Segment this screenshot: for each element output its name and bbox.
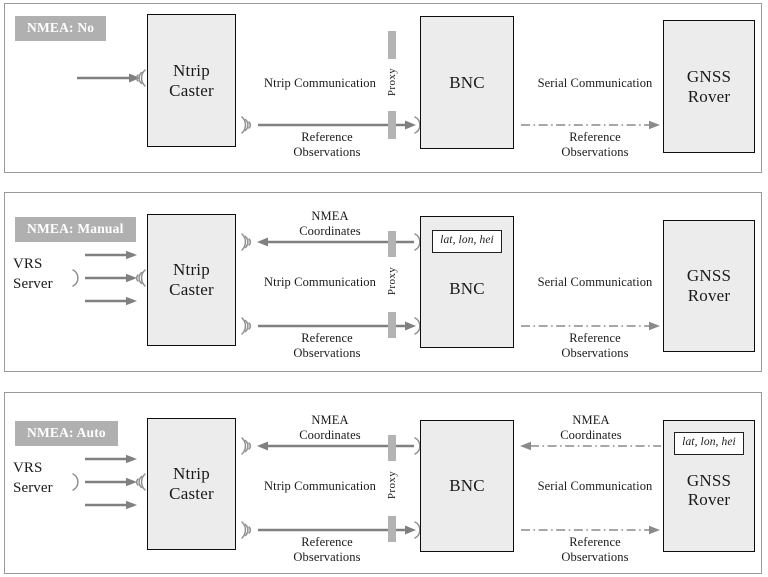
label-serial-communication-p2: Serial Communication xyxy=(537,275,653,289)
proxy-bar-top-p2 xyxy=(388,231,396,257)
label-nmea-coordinates-left-p2-a: NMEA xyxy=(311,209,349,223)
node-bnc-p2: lat, lon, hei BNC xyxy=(420,216,514,348)
proxy-bar-bottom-p3 xyxy=(388,516,396,542)
chip-lat-lon-hei-p2: lat, lon, hei xyxy=(432,230,502,253)
node-label-line2: Rover xyxy=(687,490,731,510)
label-proxy-p1: Proxy xyxy=(386,67,398,97)
node-label-line1: BNC xyxy=(449,278,485,298)
label-serial-communication-p1: Serial Communication xyxy=(537,76,653,90)
receive-marker-lower-icon-p2 xyxy=(414,317,421,335)
label-reference-observations-left-p3: Reference xyxy=(301,535,353,549)
receive-marker-lower-icon-p3 xyxy=(414,521,421,539)
node-bnc-p1: BNC xyxy=(420,16,514,149)
label-vrs-server-line2-p3: Server xyxy=(13,480,53,496)
label-reference-observations-left-p1: Reference xyxy=(301,130,353,144)
status-badge-nmea-manual: NMEA: Manual xyxy=(15,217,136,242)
proxy-bar-bottom-p1 xyxy=(388,111,396,139)
node-gnss-rover-p3: lat, lon, hei GNSS Rover xyxy=(663,420,755,552)
label-ntrip-communication-p3: Ntrip Communication xyxy=(264,479,376,493)
nmea-coordinates-arrow-left-p2 xyxy=(257,237,414,247)
nmea-coordinates-dashed-arrow-right-p3 xyxy=(520,441,661,451)
node-label-line1: Ntrip xyxy=(173,60,210,80)
label-proxy-p2: Proxy xyxy=(386,266,398,296)
node-gnss-rover-p1: GNSS Rover xyxy=(663,20,755,153)
label-nmea-coordinates-right-p3-b: Coordinates xyxy=(560,428,622,442)
status-badge-nmea-no: NMEA: No xyxy=(15,16,107,41)
label-serial-communication-p3: Serial Communication xyxy=(537,479,653,493)
reference-observations-dashed-arrow-p1 xyxy=(521,120,660,130)
node-label-line2: Rover xyxy=(687,86,731,106)
label-proxy-p3: Proxy xyxy=(386,470,398,500)
transmit-marker-icon-p3 xyxy=(72,473,79,491)
reference-observations-dashed-arrow-p2 xyxy=(521,321,660,331)
label-reference-observations-left-p3-b: Observations xyxy=(293,550,361,564)
node-label-line1: GNSS xyxy=(686,266,732,286)
node-label-line1: Ntrip xyxy=(173,260,210,280)
label-nmea-coordinates-right-p3-a: NMEA xyxy=(572,413,610,427)
node-label-line1: GNSS xyxy=(686,470,732,490)
antenna-transmit-icon-p3 xyxy=(241,521,252,539)
reference-observations-arrow-p1 xyxy=(258,120,416,130)
incoming-stream-arrow-p1 xyxy=(77,73,140,83)
proxy-bar-top-p3 xyxy=(388,435,396,461)
label-reference-observations-right-p2-b: Observations xyxy=(561,346,629,360)
label-reference-observations-right-p3-b: Observations xyxy=(561,550,629,564)
panel-nmea-no: NMEA: No Ntrip Caster Ntrip Communicatio… xyxy=(4,3,762,173)
node-label-line2: Caster xyxy=(169,484,214,503)
antenna-transmit-icon-p1 xyxy=(241,116,252,134)
node-label-line1: Ntrip xyxy=(173,464,210,484)
label-reference-observations-right-p2: Reference xyxy=(569,331,621,345)
node-label-line1: BNC xyxy=(449,476,485,496)
transmit-marker-upper-icon-p2 xyxy=(414,233,421,251)
label-reference-observations-left-p1-b: Observations xyxy=(293,145,361,159)
label-ntrip-communication-p2: Ntrip Communication xyxy=(264,275,376,289)
nmea-coordinates-arrow-left-p3 xyxy=(257,441,414,451)
antenna-receive-nmea-icon-p2 xyxy=(241,233,252,251)
chip-lat-lon-hei-p3: lat, lon, hei xyxy=(674,432,744,455)
transmit-marker-icon-p2 xyxy=(72,269,79,287)
label-reference-observations-left-p2: Reference xyxy=(301,331,353,345)
node-label-line2: Caster xyxy=(169,280,214,299)
node-label-line2: Rover xyxy=(687,286,731,305)
label-nmea-coordinates-left-p3-b: Coordinates xyxy=(299,428,361,442)
label-reference-observations-right-p3: Reference xyxy=(569,535,621,549)
reference-observations-arrow-p2 xyxy=(258,321,416,331)
label-vrs-server-line1-p2: VRS xyxy=(13,256,43,272)
label-vrs-server-line1-p3: VRS xyxy=(13,460,43,476)
panel-nmea-manual: NMEA: Manual VRS Server Ntrip Caster xyxy=(4,192,762,372)
antenna-transmit-icon-p2 xyxy=(241,317,252,335)
label-nmea-coordinates-left-p3-a: NMEA xyxy=(311,413,349,427)
node-ntrip-caster-p3: Ntrip Caster xyxy=(147,418,236,550)
vrs-stream-arrows-p2 xyxy=(85,250,137,306)
label-nmea-coordinates-left-p2-b: Coordinates xyxy=(299,224,361,238)
label-reference-observations-left-p2-b: Observations xyxy=(293,346,361,360)
status-badge-nmea-auto: NMEA: Auto xyxy=(15,421,118,446)
node-label-line2: Caster xyxy=(169,80,214,100)
node-label-line1: BNC xyxy=(449,72,485,92)
antenna-receive-icon-p1 xyxy=(135,69,146,87)
antenna-receive-icon-p3 xyxy=(135,473,146,491)
label-reference-observations-right-p1: Reference xyxy=(569,130,621,144)
label-ntrip-communication-p1: Ntrip Communication xyxy=(264,76,376,90)
reference-observations-arrow-p3 xyxy=(258,525,416,535)
label-vrs-server-line2-p2: Server xyxy=(13,276,53,292)
node-gnss-rover-p2: GNSS Rover xyxy=(663,220,755,352)
panel-nmea-auto: NMEA: Auto VRS Server Ntrip Caster xyxy=(4,392,762,574)
node-label-line1: GNSS xyxy=(686,66,732,86)
antenna-receive-nmea-icon-p3 xyxy=(241,437,252,455)
vrs-stream-arrows-p3 xyxy=(85,454,137,510)
label-reference-observations-right-p1-b: Observations xyxy=(561,145,629,159)
receive-marker-icon-p1 xyxy=(414,116,421,134)
node-ntrip-caster-p2: Ntrip Caster xyxy=(147,214,236,346)
node-ntrip-caster-p1: Ntrip Caster xyxy=(147,14,236,147)
proxy-bar-bottom-p2 xyxy=(388,312,396,338)
node-bnc-p3: BNC xyxy=(420,420,514,552)
transmit-marker-upper-icon-p3 xyxy=(414,437,421,455)
reference-observations-dashed-arrow-p3 xyxy=(521,525,660,535)
proxy-bar-top-p1 xyxy=(388,31,396,59)
antenna-receive-icon-p2 xyxy=(135,269,146,287)
